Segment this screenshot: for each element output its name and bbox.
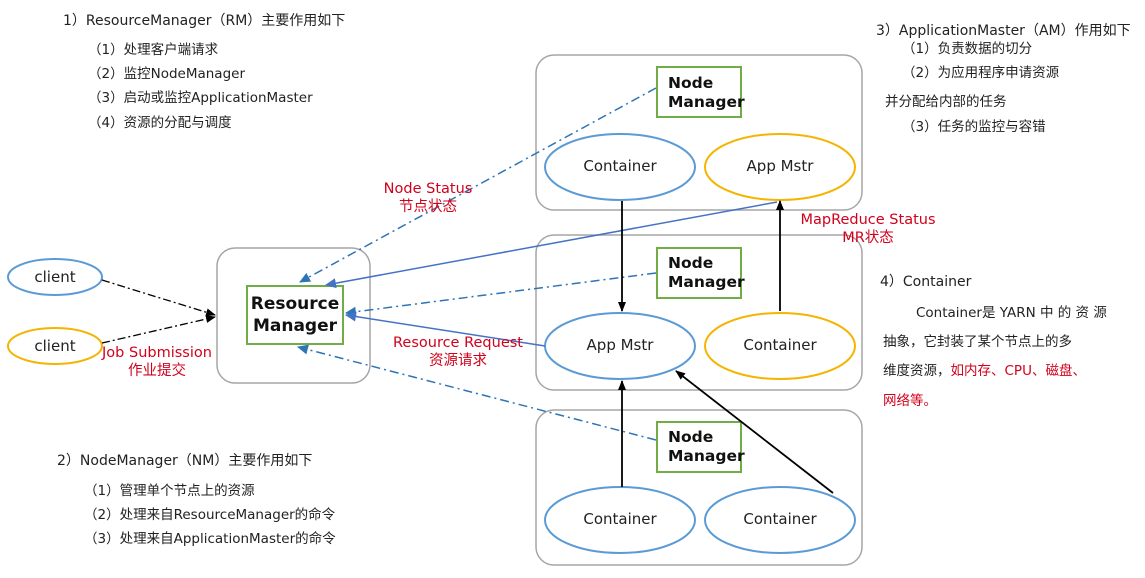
resource-manager-inner: [246, 285, 344, 345]
container-oval-n3-right: [704, 486, 856, 554]
node-status-cn: 节点状态: [399, 199, 457, 215]
container-note-title: 4）Container: [880, 274, 972, 290]
node-manager-line2: Manager: [668, 447, 745, 465]
mapreduce-status-cn: MR状态: [842, 230, 894, 246]
container-note-line: 抽象，它封装了某个节点上的多: [883, 334, 1072, 350]
rm-note-title: 1）ResourceManager（RM）主要作用如下: [63, 13, 346, 29]
client-label-1: client: [34, 268, 76, 286]
rm-note-item: （4）资源的分配与调度: [88, 115, 232, 131]
container-note-line3-red: 如内存、CPU、磁盘、: [950, 363, 1086, 379]
mapreduce-status-label: MapReduce Status MR状态: [795, 211, 941, 247]
resource-manager-line1: Resource: [250, 294, 340, 314]
container-note-line: 维度资源，如内存、CPU、磁盘、: [883, 364, 1086, 379]
am-note-item: （2）为应用程序申请资源: [902, 65, 1060, 81]
resource-request-en: Resource Request: [392, 335, 523, 351]
resource-request-arrow: [345, 311, 546, 347]
node-status-arrow-3: [297, 344, 657, 441]
resource-manager-label: Resource Manager: [247, 293, 343, 337]
resource-request-cn: 资源请求: [429, 353, 487, 369]
node-manager-line1: Node: [668, 74, 714, 92]
mr-status-to-rm-arrow: [325, 201, 778, 289]
appmstr-label-n2: App Mstr: [586, 336, 654, 354]
nm-note-item: （3）处理来自ApplicationMaster的命令: [84, 531, 336, 547]
container-oval-n1: [544, 133, 696, 201]
node-manager-line1: Node: [668, 428, 714, 446]
container-note-line3-black: 维度资源，: [883, 363, 951, 379]
node-manager-box-2: [656, 247, 742, 299]
node-manager-label-3: Node Manager: [668, 428, 745, 466]
container-n3r-to-appmstr-n2: [675, 370, 834, 494]
job-submission-label: Job Submission 作业提交: [92, 344, 222, 380]
container-label-n3-right: Container: [743, 510, 817, 528]
node-status-arrow-1: [299, 87, 657, 283]
client2-to-rm-arrow: [101, 315, 216, 344]
rm-note-item: （2）监控NodeManager: [88, 66, 245, 82]
am-note-item: （1）负责数据的切分: [902, 41, 1033, 57]
node-manager-label-1: Node Manager: [668, 74, 745, 112]
node-manager-label-2: Node Manager: [668, 254, 745, 292]
container-note-line: Container是 YARN 中 的 资 源: [916, 305, 1107, 321]
node-manager-line1: Node: [668, 254, 714, 272]
am-note-item: （3）任务的监控与容错: [902, 119, 1046, 135]
nm-note-item: （2）处理来自ResourceManager的命令: [84, 507, 336, 523]
node-manager-box-1: [656, 66, 742, 118]
resource-manager-line2: Manager: [252, 316, 338, 336]
rm-note-item: （1）处理客户端请求: [88, 42, 219, 58]
job-submission-en: Job Submission: [102, 345, 212, 361]
node-manager-box-3: [656, 421, 742, 473]
appmstr-label-n1: App Mstr: [746, 157, 814, 175]
client-oval-1: [7, 258, 103, 296]
container-label-n3-left: Container: [583, 510, 657, 528]
node-manager-line2: Manager: [668, 273, 745, 291]
container-oval-n3-left: [544, 486, 696, 554]
node-manager-line2: Manager: [668, 93, 745, 111]
am-note-item: 并分配给内部的任务: [885, 94, 1007, 110]
node-status-label: Node Status 节点状态: [373, 180, 483, 216]
mapreduce-status-en: MapReduce Status: [800, 212, 936, 228]
nm-note-item: （1）管理单个节点上的资源: [84, 483, 255, 499]
node-status-arrow-2: [345, 272, 657, 317]
container-label-n2: Container: [743, 336, 817, 354]
am-note-title: 3）ApplicationMaster（AM）作用如下: [876, 23, 1131, 39]
node-status-en: Node Status: [383, 181, 473, 197]
client-label-2: client: [34, 337, 76, 355]
container-label-n1: Container: [583, 157, 657, 175]
client1-to-rm-arrow: [101, 279, 216, 317]
container-note-line4: 网络等。: [883, 393, 937, 409]
job-submission-cn: 作业提交: [128, 363, 186, 379]
resource-request-label: Resource Request 资源请求: [383, 334, 533, 370]
client-oval-2: [7, 327, 103, 365]
container-oval-n2: [704, 312, 856, 380]
rm-note-item: （3）启动或监控ApplicationMaster: [88, 90, 313, 106]
nm-note-title: 2）NodeManager（NM）主要作用如下: [57, 453, 313, 469]
